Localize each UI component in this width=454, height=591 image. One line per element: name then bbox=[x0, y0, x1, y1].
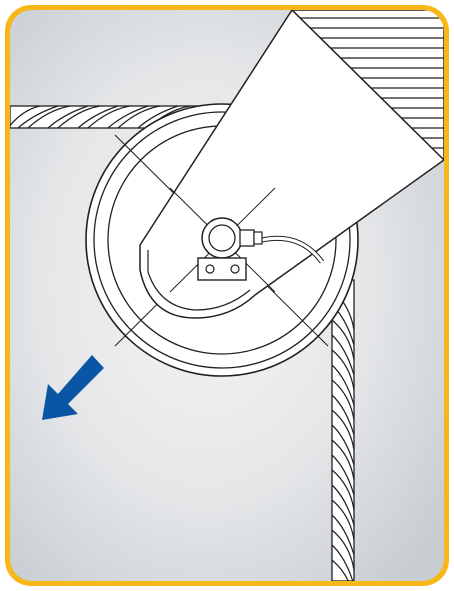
rope-vertical bbox=[331, 279, 355, 581]
direction-arrow-icon bbox=[42, 355, 104, 420]
load-cell-sensor-icon bbox=[197, 217, 263, 281]
cable-icon bbox=[261, 235, 325, 264]
